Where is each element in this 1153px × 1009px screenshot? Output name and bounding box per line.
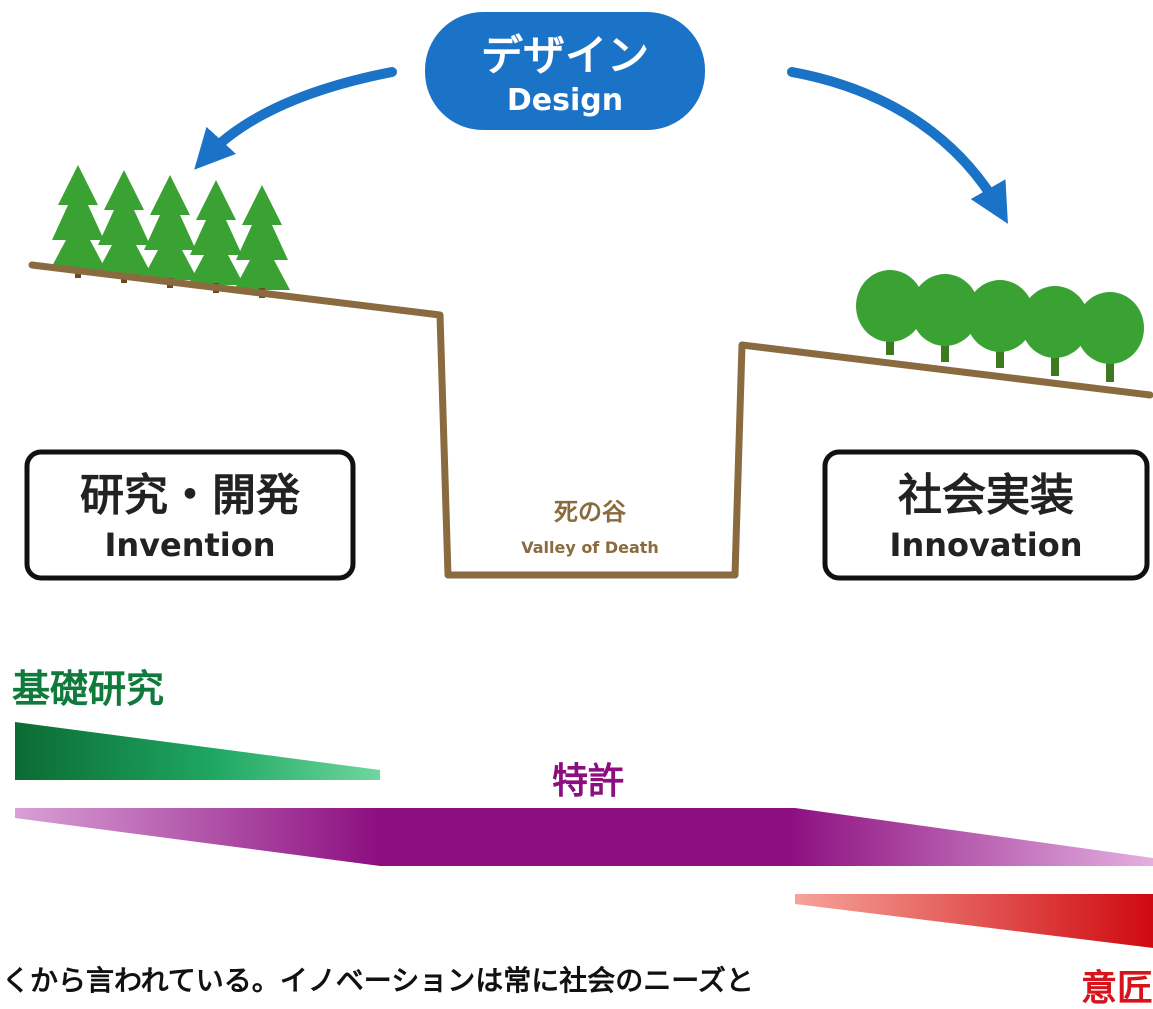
innovation-label-en: Innovation: [890, 526, 1083, 564]
round-trees-icon: [856, 270, 1144, 382]
invention-label-ja: 研究・開発: [80, 470, 301, 521]
patent-band: [15, 808, 1153, 866]
design-pill: デザイン Design: [425, 12, 705, 130]
conifer-trees-icon: [50, 165, 290, 298]
invention-box: 研究・開発 Invention: [24, 449, 356, 581]
design-right-label: 意匠: [1081, 968, 1153, 1009]
valley-label-en: Valley of Death: [521, 538, 659, 557]
design-label-en: Design: [507, 83, 623, 118]
left-arrow-icon: [194, 67, 397, 170]
right-arrow-icon: [787, 67, 1008, 224]
design-right-band: [795, 894, 1153, 948]
basic-research-band: [15, 722, 380, 780]
valley-label-ja: 死の谷: [554, 498, 627, 526]
basic-research-label: 基礎研究: [12, 667, 164, 711]
design-label-ja: デザイン: [481, 31, 649, 80]
caption-text: くから言われている。イノベーションは常に社会のニーズと: [2, 964, 754, 997]
patent-label: 特許: [552, 761, 624, 802]
valley-label: 死の谷 Valley of Death: [521, 498, 659, 557]
invention-label-en: Invention: [104, 526, 275, 564]
innovation-label-ja: 社会実装: [898, 470, 1074, 521]
innovation-box: 社会実装 Innovation: [822, 449, 1150, 581]
ground-valley-line: [28, 261, 1153, 579]
